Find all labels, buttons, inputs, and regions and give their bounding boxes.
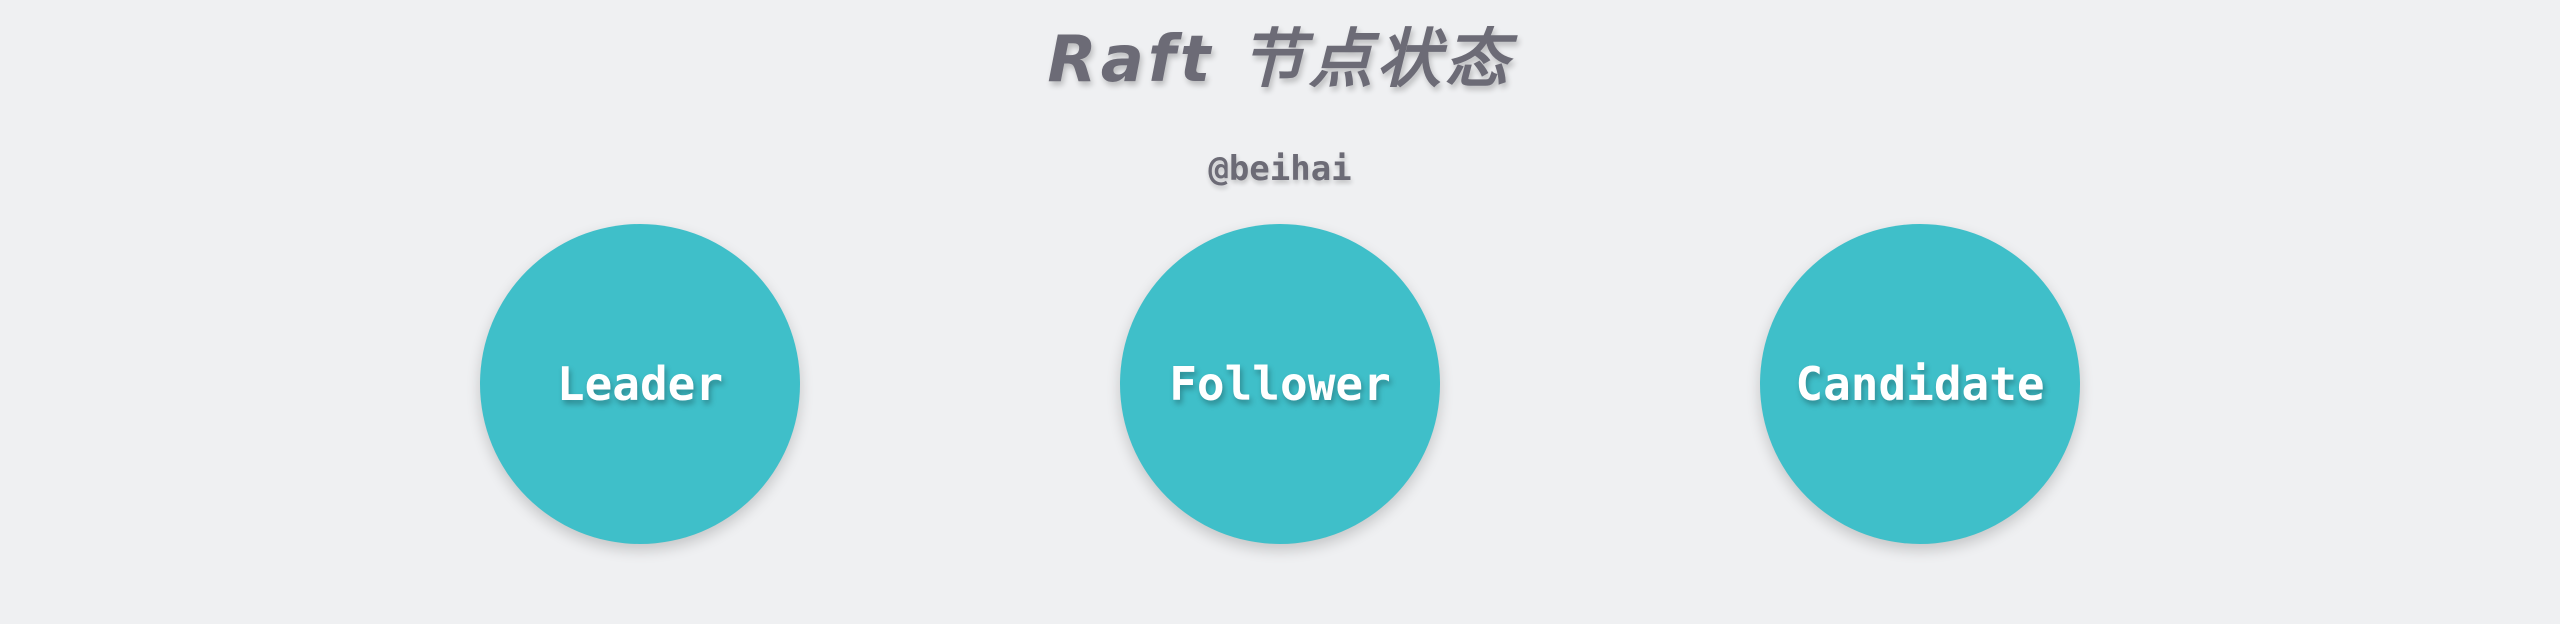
node-follower: Follower <box>1120 224 1440 544</box>
diagram-title: Raft 节点状态 <box>1047 23 1513 97</box>
node-candidate: Candidate <box>1760 224 2080 544</box>
node-leader: Leader <box>480 224 800 544</box>
author-handle: @beihai <box>1208 149 1352 189</box>
node-label-follower: Follower <box>1169 357 1391 411</box>
node-label-leader: Leader <box>556 357 724 411</box>
node-label-candidate: Candidate <box>1795 357 2045 411</box>
